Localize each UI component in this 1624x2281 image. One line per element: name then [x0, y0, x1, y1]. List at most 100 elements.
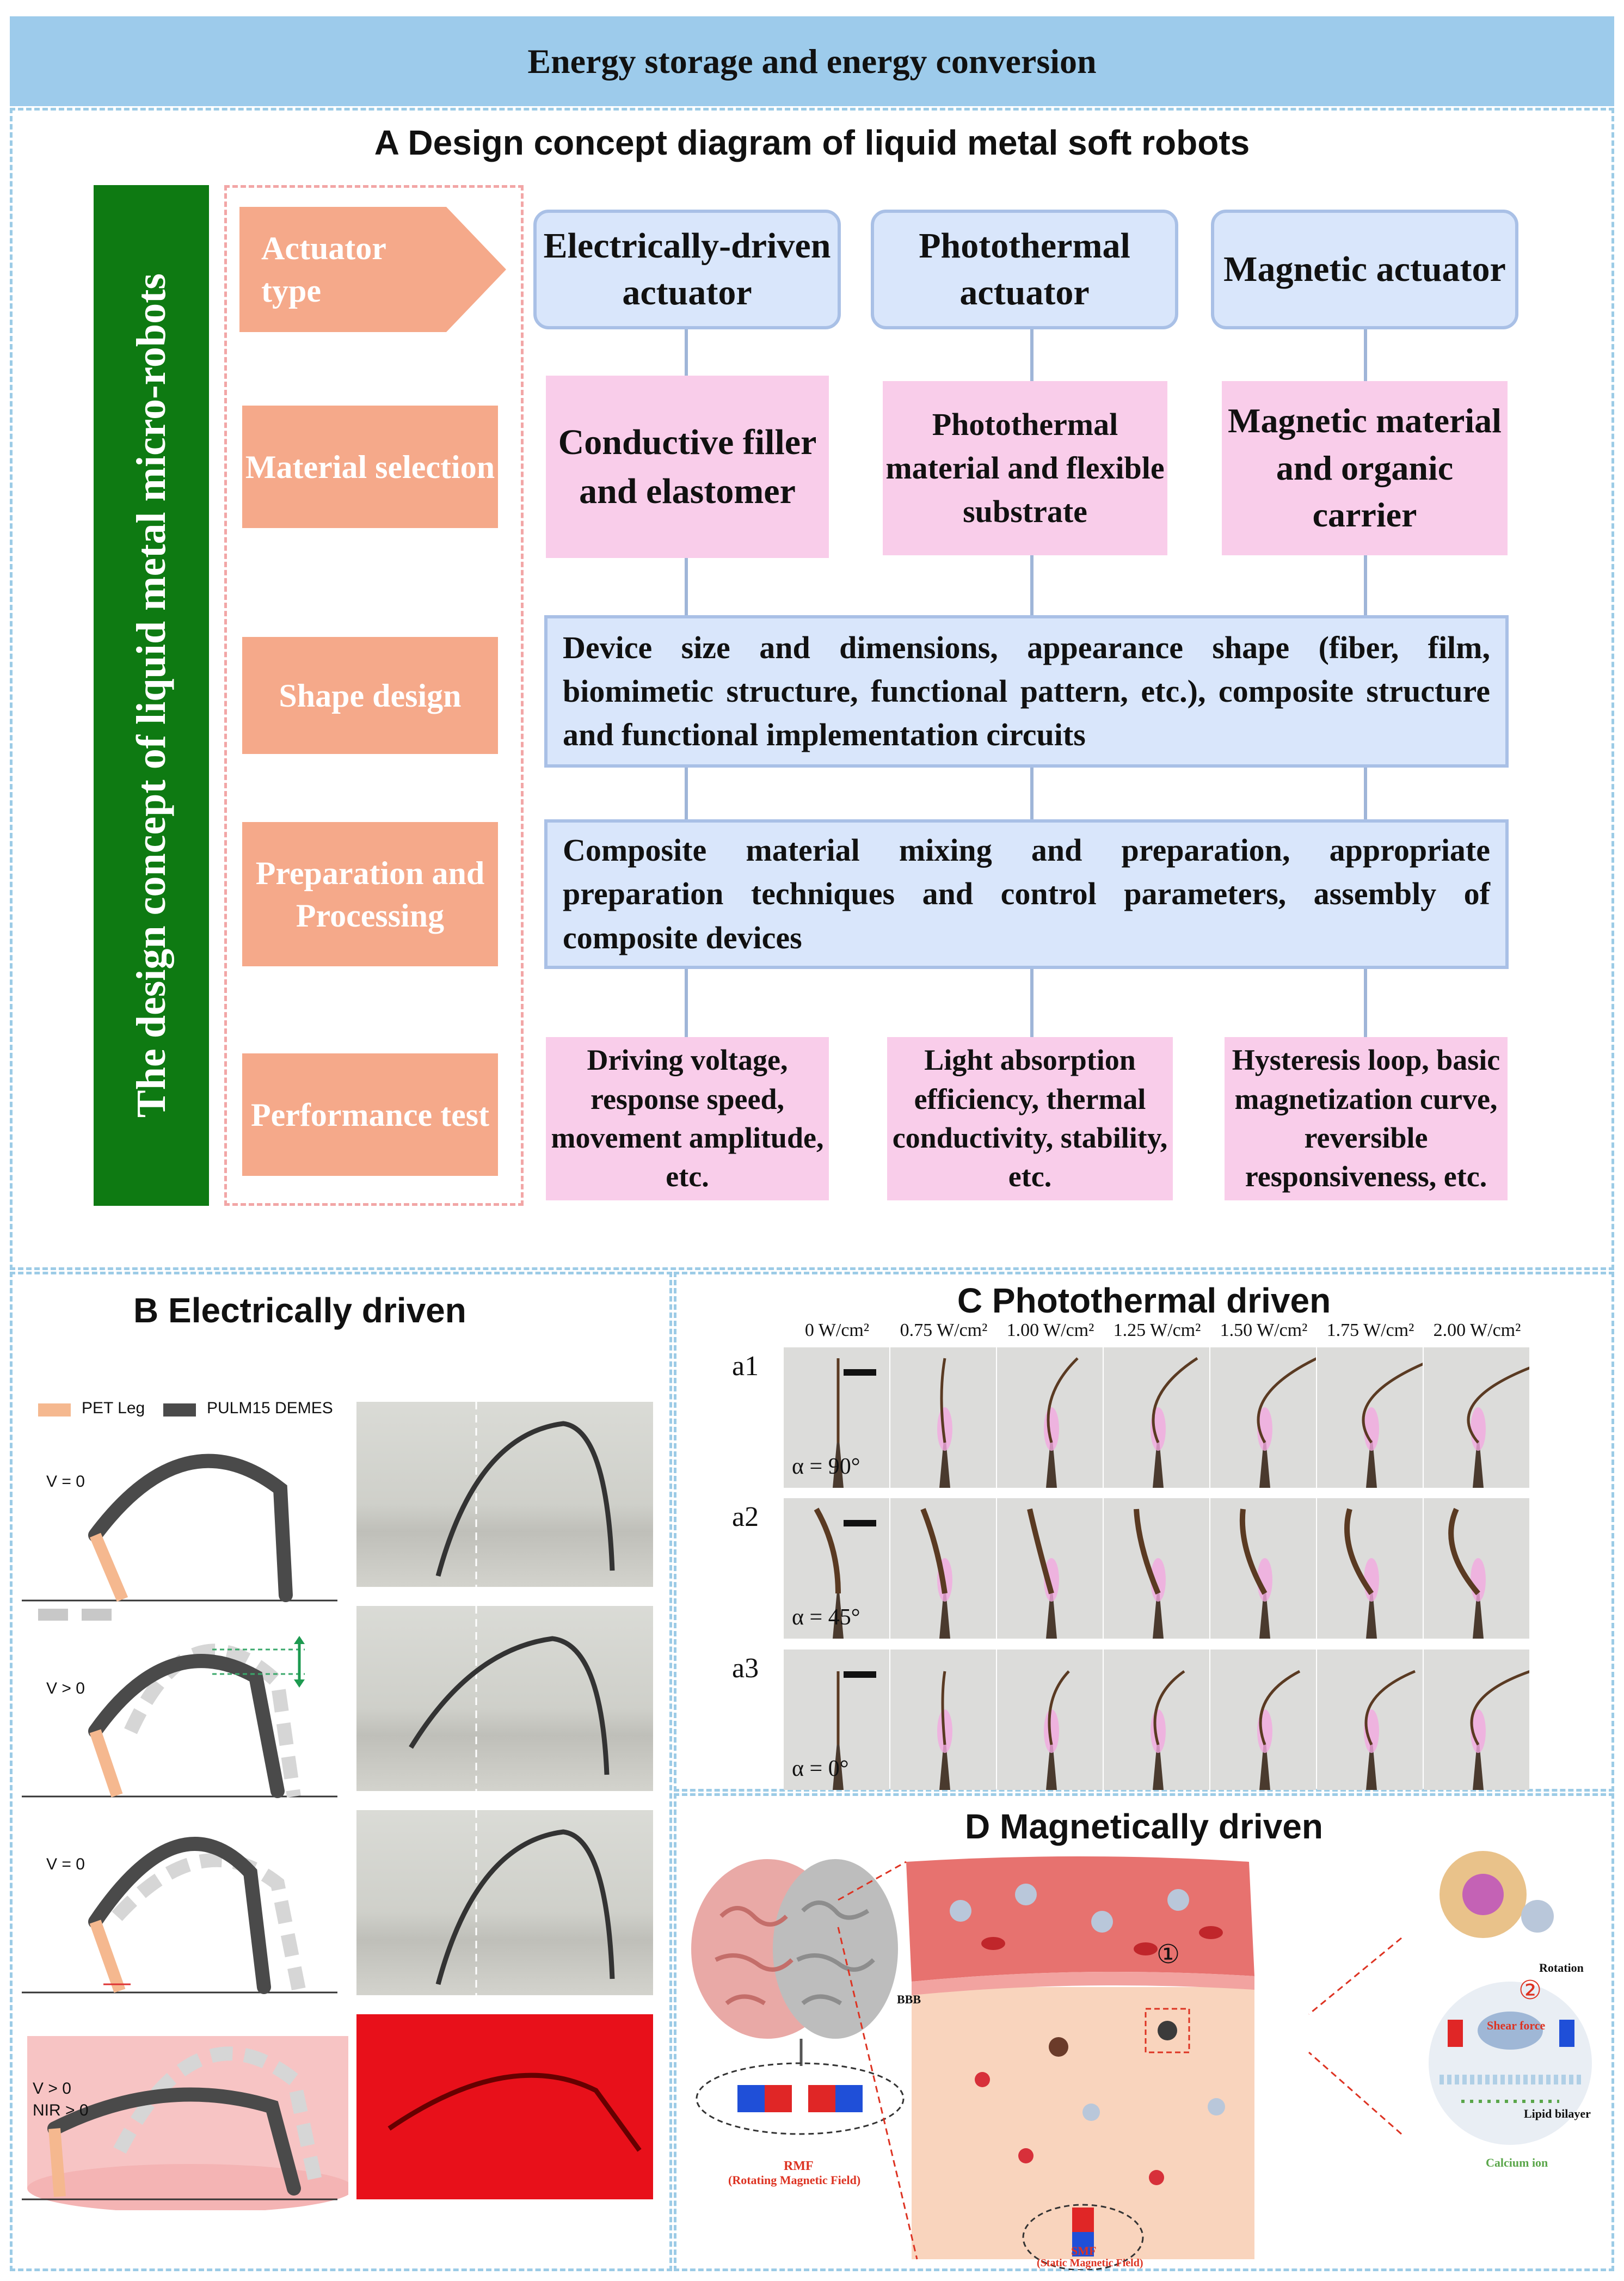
actuator-electric: Electrically-driven actuator: [533, 210, 841, 329]
panel-c-frame: [674, 1272, 1614, 1792]
photo-cell: [1104, 1498, 1209, 1639]
photo-cell: [1104, 1650, 1209, 1790]
photo-curve: [435, 1810, 615, 1995]
photo-cell: [1317, 1347, 1437, 1488]
photo-cell: [1210, 1498, 1316, 1639]
angle-label: α = 0°: [792, 1756, 849, 1781]
angle-label: α = 90°: [792, 1454, 860, 1479]
photo-cell: [1424, 1498, 1529, 1639]
blood-vessel: [906, 1856, 1254, 2259]
column-header: 0 W/cm²: [804, 1320, 870, 1340]
label-smf-full: (Static Magnetic Field): [1037, 2257, 1143, 2269]
legend-swatch-pet: [38, 1403, 71, 1417]
photo-curve: [409, 1606, 610, 1791]
column-header: 1.75 W/cm²: [1326, 1320, 1414, 1340]
photo-cell: [1210, 1650, 1316, 1790]
photo-state-2: [356, 1606, 653, 1791]
photo-cell: [1424, 1650, 1531, 1790]
brain-illustration: [691, 1859, 898, 2066]
material-magnetic: Magnetic material and organic carrier: [1222, 381, 1508, 555]
column-header: 1.50 W/cm²: [1220, 1320, 1308, 1340]
column-header: 2.00 W/cm²: [1433, 1320, 1521, 1340]
actuator-photothermal: Photothermal actuator: [871, 210, 1178, 329]
label-smf: SMF: [1071, 2244, 1097, 2258]
photo-cell: [997, 1650, 1103, 1790]
arrow-shape: [239, 207, 506, 332]
state-label: V = 0: [46, 1855, 85, 1873]
vertical-label: The design concept of liquid metal micro…: [128, 273, 174, 1118]
actuator-magnetic: Magnetic actuator: [1211, 210, 1518, 329]
photo-curve: [387, 2072, 642, 2152]
photo-state-nir: [356, 2014, 653, 2199]
state-label: V > 0: [33, 2080, 71, 2098]
photo-state-3: [356, 1810, 653, 1995]
stage-shape-design: Shape design: [242, 637, 498, 754]
cell-illustration: [1308, 1851, 1592, 2145]
label-calcium: Calcium ion: [1486, 2156, 1548, 2169]
test-photothermal: Light absorption efficiency, thermal con…: [887, 1037, 1173, 1200]
label-rotation: Rotation: [1539, 1961, 1584, 1975]
shape-design-box: Device size and dimensions, appearance s…: [544, 615, 1509, 768]
state-label: V = 0: [46, 1473, 85, 1491]
stage-actuator-type: Actuator type: [239, 207, 506, 332]
stage-column: [224, 185, 524, 1206]
label-shear: Shear force: [1487, 2019, 1546, 2032]
legend-pet: PET Leg: [82, 1399, 145, 1417]
legend-pulm: PULM15 DEMES: [207, 1399, 333, 1417]
stage-label: Actuator type: [261, 230, 386, 309]
photo-cell: [997, 1347, 1103, 1488]
photo-cell: [784, 1347, 889, 1488]
stage-performance-test: Performance test: [242, 1053, 498, 1176]
label-step-1: ①: [1157, 1940, 1180, 1969]
photo-cell: [890, 1347, 996, 1488]
label-step-2: ②: [1518, 1976, 1542, 2005]
processing-box: Composite material mixing and preparatio…: [544, 819, 1509, 969]
material-electric: Conductive filler and elastomer: [546, 376, 829, 558]
photo-cell: [890, 1498, 996, 1639]
photo-cell: [1317, 1650, 1423, 1790]
photo-state-1: [356, 1402, 653, 1587]
test-magnetic: Hysteresis loop, basic magnetization cur…: [1225, 1037, 1508, 1200]
test-electric: Driving voltage, response speed, movemen…: [546, 1037, 829, 1200]
column-header: 1.25 W/cm²: [1113, 1320, 1201, 1340]
material-photothermal: Photothermal material and flexible subst…: [883, 381, 1167, 555]
label-lipid: Lipid bilayer: [1524, 2107, 1591, 2120]
smf-magnet: [1022, 2204, 1144, 2270]
photo-cell: [890, 1650, 996, 1790]
label-rmf: RMF: [784, 2159, 814, 2173]
state-label: NIR > 0: [33, 2101, 89, 2119]
state-label: V > 0: [46, 1679, 85, 1697]
stage-material-selection: Material selection: [242, 406, 498, 528]
panel-c-title: C Photothermal driven: [957, 1281, 1331, 1320]
row-label: a3: [732, 1653, 759, 1684]
column-header: 0.75 W/cm²: [900, 1320, 988, 1340]
photo-curve: [435, 1402, 615, 1587]
label-bbb: BBB: [897, 1992, 921, 2006]
panel-d-frame: [674, 1793, 1614, 2271]
panel-a-frame: [10, 108, 1614, 1270]
actuator-schematics: [22, 1454, 348, 2210]
panel-b-title: B Electrically driven: [133, 1291, 466, 1330]
top-banner: Energy storage and energy conversion: [10, 16, 1614, 106]
photo-cell: [997, 1498, 1103, 1639]
angle-label: α = 45°: [792, 1605, 860, 1630]
panel-a-title: A Design concept diagram of liquid metal…: [374, 123, 1250, 162]
banner-title: Energy storage and energy conversion: [527, 41, 1097, 81]
column-header: 1.00 W/cm²: [1006, 1320, 1094, 1340]
panel-d-title: D Magnetically driven: [965, 1807, 1323, 1846]
vertical-label-bar: The design concept of liquid metal micro…: [94, 185, 209, 1206]
photo-cell: [784, 1498, 889, 1639]
row-label: a1: [732, 1351, 759, 1382]
photo-cell: [1317, 1498, 1423, 1639]
label-rmf-full: (Rotating Magnetic Field): [728, 2173, 861, 2187]
photo-cell: [784, 1650, 889, 1790]
magnetic-illustration: [691, 1851, 1592, 2270]
stage-preparation-processing: Preparation and Processing: [242, 822, 498, 966]
row-label: a2: [732, 1501, 759, 1532]
panel-b-frame: [10, 1272, 672, 2271]
photo-cell: [1210, 1347, 1318, 1488]
photo-cell: [1104, 1347, 1209, 1488]
rmf-magnets: [696, 2062, 905, 2135]
photo-cell: [1424, 1347, 1557, 1488]
legend-swatch-pulm: [163, 1403, 196, 1417]
